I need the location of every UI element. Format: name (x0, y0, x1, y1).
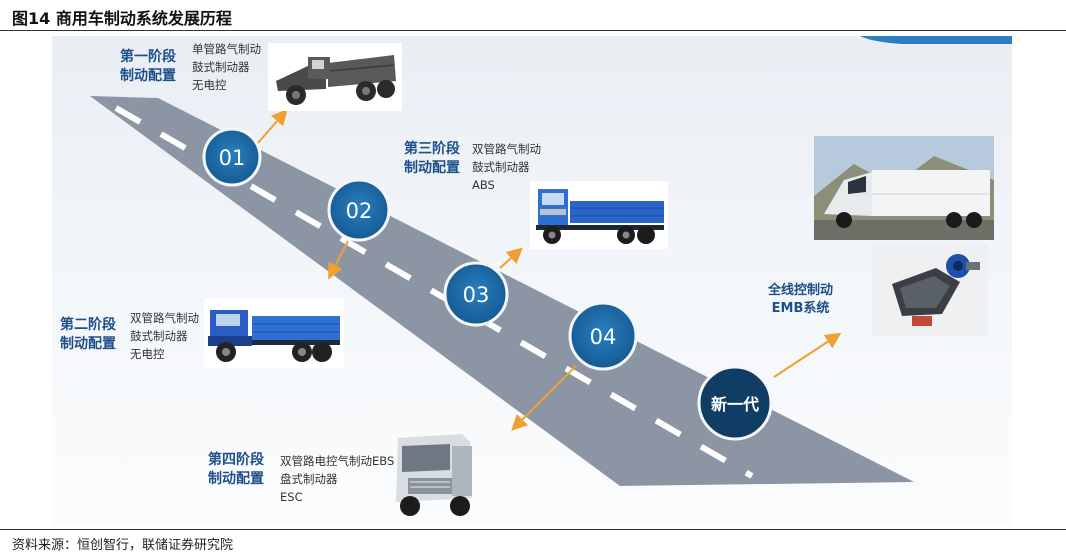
figure-title: 图14 商用车制动系统发展历程 (12, 9, 232, 28)
svg-text:04: 04 (590, 325, 617, 349)
blue-truck-stage-3-image (530, 181, 668, 249)
milestone-03: 03 (443, 261, 509, 327)
stage-1-heading: 第一阶段 制动配置 (120, 49, 176, 84)
stage-1-specs: 单管路气制动 鼓式制动器 无电控 (192, 42, 261, 92)
stage-4-heading: 第四阶段 制动配置 (208, 452, 264, 487)
arrow-04 (511, 365, 577, 431)
new-gen-label: 全线控制动 EMB系统 (768, 283, 834, 316)
milestone-04: 04 (568, 301, 638, 371)
bottom-rule (0, 529, 1066, 530)
road-diagram: 01 02 03 04 新一代 (90, 36, 1012, 486)
svg-text:02: 02 (346, 199, 373, 223)
top-rule (0, 30, 1066, 31)
source-note: 资料来源：恒创智行，联储证券研究院 (12, 538, 234, 553)
stage-2-heading: 第二阶段 制动配置 (60, 317, 116, 352)
blue-truck-stage-2-image (204, 298, 344, 368)
arrow-new-gen (773, 332, 842, 378)
svg-text:新一代: 新一代 (711, 395, 759, 414)
electric-semi-image (814, 136, 994, 240)
arrow-02 (328, 240, 349, 280)
corner-accent (860, 36, 1012, 44)
stage-3-specs: 双管路气制动 鼓式制动器 ABS (472, 142, 541, 192)
modern-tractor-image (380, 424, 490, 520)
emb-caliper-image (872, 244, 988, 336)
arrow-01 (256, 108, 288, 145)
stage-3-heading: 第三阶段 制动配置 (404, 141, 460, 176)
milestone-new-gen: 新一代 (697, 365, 773, 441)
stage-2-specs: 双管路气制动 鼓式制动器 无电控 (130, 311, 199, 361)
svg-text:01: 01 (219, 146, 246, 170)
milestone-01: 01 (202, 127, 262, 187)
milestone-02: 02 (327, 178, 391, 242)
stage-4-specs: 双管路电控气制动EBS 盘式制动器 ESC (280, 454, 395, 504)
vintage-truck-image (268, 43, 402, 111)
diagram-panel: 01 02 03 04 新一代 第一阶段 制动配置 单管路气制动 鼓式制动器 无… (52, 36, 1012, 526)
svg-text:03: 03 (463, 283, 490, 307)
arrow-03 (499, 247, 523, 269)
